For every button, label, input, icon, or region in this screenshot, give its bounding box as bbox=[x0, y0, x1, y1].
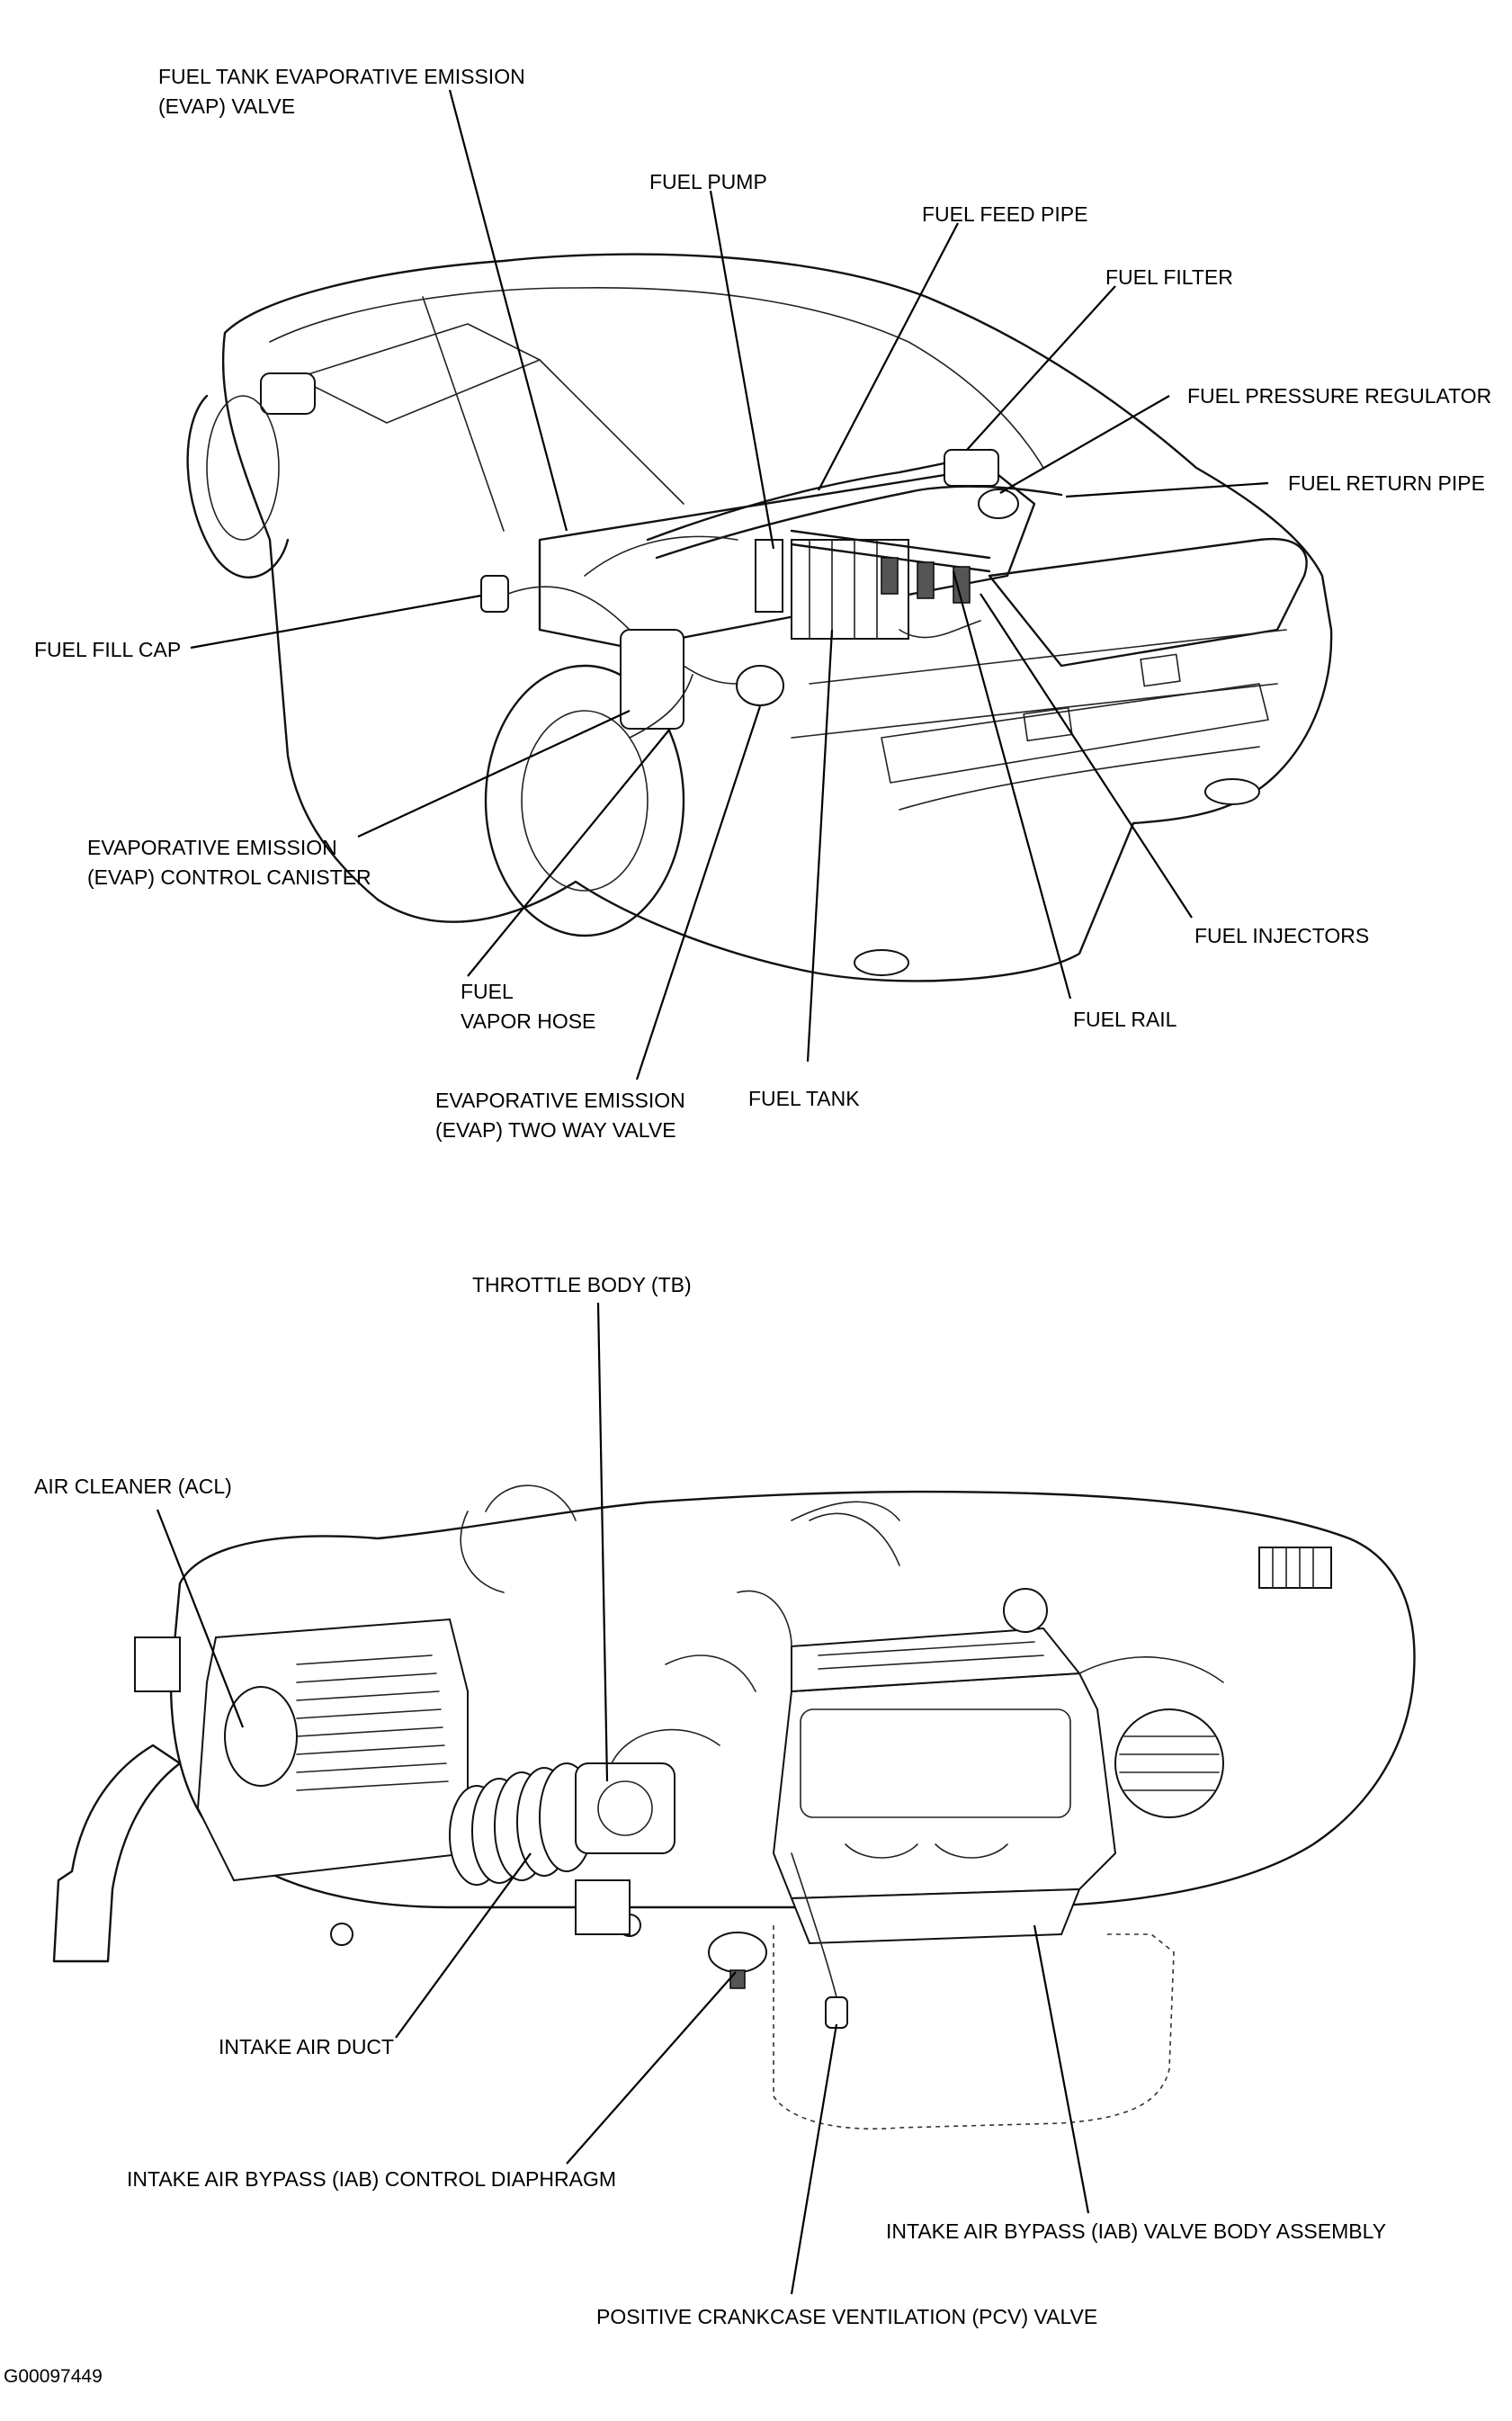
side-mirror bbox=[260, 372, 316, 415]
label-fuel-pump: FUEL PUMP bbox=[649, 170, 767, 193]
air-cleaner-ribs bbox=[296, 1654, 449, 1791]
car-body-outline bbox=[221, 253, 1333, 982]
iab-control-diaphragm bbox=[708, 1932, 767, 1973]
plenum-runners bbox=[845, 1843, 1008, 1859]
cylinder-head-fins bbox=[818, 1641, 1044, 1670]
rear-badge bbox=[1140, 653, 1181, 687]
upper-hoses bbox=[460, 1501, 900, 1593]
throttle-body-bore bbox=[597, 1780, 653, 1836]
alternator bbox=[1114, 1708, 1224, 1818]
label-fuel-feed-pipe: FUEL FEED PIPE bbox=[922, 202, 1087, 226]
label-iab-diaphragm: INTAKE AIR BYPASS (IAB) CONTROL DIAPHRAG… bbox=[127, 2167, 616, 2191]
exhaust-tip-right bbox=[1204, 778, 1260, 805]
label-fuel-return-pipe: FUEL RETURN PIPE bbox=[1288, 471, 1485, 495]
right-bracket-slats bbox=[1272, 1547, 1314, 1589]
fuel-leader-lines bbox=[190, 89, 1269, 1080]
lower-mount-left bbox=[330, 1923, 353, 1946]
air-intake-snorkel bbox=[52, 1744, 182, 1963]
intake-inlet-top bbox=[134, 1636, 181, 1692]
label-intake-air-duct: INTAKE AIR DUCT bbox=[219, 2035, 394, 2058]
fuel-filter bbox=[944, 449, 999, 487]
fuel-pump bbox=[755, 539, 783, 613]
fuel-labels: FUEL TANK EVAPORATIVE EMISSION (EVAP) VA… bbox=[34, 65, 1491, 1142]
label-evap-two-way-line2: (EVAP) TWO WAY VALVE bbox=[435, 1118, 676, 1142]
label-evap-two-way-line1: EVAPORATIVE EMISSION bbox=[435, 1089, 685, 1112]
front-wheel-arch bbox=[206, 395, 280, 541]
label-fuel-tank: FUEL TANK bbox=[748, 1087, 860, 1110]
label-iab-valve-body: INTAKE AIR BYPASS (IAB) VALVE BODY ASSEM… bbox=[886, 2219, 1386, 2243]
throttle-body bbox=[575, 1762, 675, 1854]
intake-leader-lines bbox=[156, 1302, 1090, 2295]
label-evap-valve-line1: FUEL TANK EVAPORATIVE EMISSION bbox=[158, 65, 525, 88]
label-fuel-vapor-hose-line2: VAPOR HOSE bbox=[461, 1009, 595, 1033]
fuel-pressure-regulator bbox=[978, 489, 1019, 519]
label-fuel-pressure-regulator: FUEL PRESSURE REGULATOR bbox=[1187, 384, 1491, 408]
intake-system-drawing bbox=[52, 1484, 1416, 2130]
fuel-injector-2 bbox=[917, 561, 935, 599]
fuel-system-drawing bbox=[186, 253, 1333, 982]
fuel-fill-cap bbox=[480, 575, 509, 613]
right-bracket bbox=[1258, 1547, 1332, 1589]
label-pcv-valve: POSITIVE CRANKCASE VENTILATION (PCV) VAL… bbox=[596, 2305, 1097, 2328]
label-fuel-filter: FUEL FILTER bbox=[1105, 265, 1233, 289]
vacuum-hoses bbox=[485, 1484, 1224, 1764]
lower-bracket bbox=[575, 1879, 631, 1935]
rear-wheel bbox=[484, 664, 685, 937]
evap-two-way-valve bbox=[736, 665, 784, 706]
label-evap-canister-line1: EVAPORATIVE EMISSION bbox=[87, 836, 337, 859]
rear-wheel-inner bbox=[521, 710, 649, 892]
label-evap-valve-line2: (EVAP) VALVE bbox=[158, 94, 295, 118]
car-window bbox=[296, 323, 541, 424]
fuel-tank-ribs bbox=[809, 539, 878, 640]
iab-diaphragm-stem bbox=[729, 1969, 746, 1989]
fuel-vapor-hose bbox=[507, 586, 738, 685]
license-plate bbox=[1023, 706, 1073, 742]
air-cleaner-port bbox=[224, 1686, 298, 1787]
figure-id: G00097449 bbox=[4, 2366, 103, 2387]
intake-plenum bbox=[772, 1672, 1117, 1900]
engine-bay-components bbox=[480, 448, 1063, 739]
label-fuel-rail: FUEL RAIL bbox=[1073, 1008, 1177, 1031]
rear-spoiler bbox=[988, 537, 1308, 668]
plenum-top-panel bbox=[800, 1708, 1071, 1818]
fuel-injector-1 bbox=[881, 557, 899, 595]
fuel-return-pipe bbox=[655, 485, 1063, 560]
iab-valve-body bbox=[790, 1887, 1081, 1945]
engine-bay-outline bbox=[169, 1490, 1416, 1909]
front-wheel bbox=[186, 394, 290, 578]
pcv-hose bbox=[791, 1852, 837, 1998]
tail-light-panel bbox=[881, 683, 1269, 784]
label-fuel-fill-cap: FUEL FILL CAP bbox=[34, 638, 181, 661]
exhaust-tip-left bbox=[854, 949, 909, 976]
label-fuel-injectors: FUEL INJECTORS bbox=[1194, 924, 1369, 947]
air-cleaner-box bbox=[196, 1618, 469, 1882]
evap-canister bbox=[620, 629, 684, 730]
pcv-valve bbox=[825, 1996, 848, 2029]
engine-bay-hoses bbox=[584, 535, 981, 739]
intake-labels: THROTTLE BODY (TB) AIR CLEANER (ACL) INT… bbox=[34, 1273, 1386, 2328]
label-throttle-body: THROTTLE BODY (TB) bbox=[472, 1273, 692, 1296]
car-pillar bbox=[422, 296, 684, 532]
label-fuel-vapor-hose-line1: FUEL bbox=[461, 980, 514, 1003]
label-evap-canister-line2: (EVAP) CONTROL CANISTER bbox=[87, 865, 371, 889]
label-air-cleaner: AIR CLEANER (ACL) bbox=[34, 1475, 232, 1498]
alternator-fins bbox=[1119, 1735, 1220, 1791]
car-roof bbox=[269, 287, 1044, 469]
oil-filler-cap bbox=[1003, 1588, 1048, 1633]
